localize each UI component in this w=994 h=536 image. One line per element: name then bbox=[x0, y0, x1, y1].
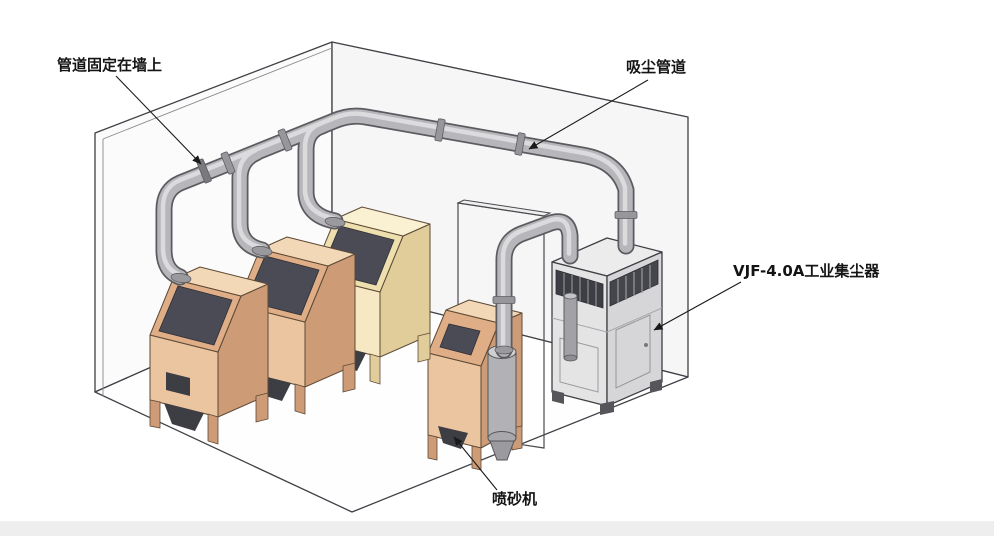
tank-cone bbox=[489, 440, 515, 461]
label-dust-collector: VJF-4.0A工业集尘器 bbox=[733, 262, 880, 280]
label-pipe-wall-mount: 管道固定在墙上 bbox=[57, 56, 162, 74]
collector-section-line-left bbox=[551, 317, 608, 333]
dust-collector-unit bbox=[551, 237, 663, 415]
door-handle bbox=[644, 343, 648, 347]
collector-door-left bbox=[559, 337, 599, 393]
collector-section-line-right bbox=[606, 307, 663, 333]
pressure-tank bbox=[487, 345, 517, 461]
label-suction-duct: 吸尘管道 bbox=[626, 58, 686, 76]
leader-line-sandblaster bbox=[453, 436, 498, 491]
fan-grille-right-slats bbox=[617, 265, 651, 303]
cabinet1-top-face bbox=[172, 266, 269, 297]
cabinet1-legs bbox=[149, 392, 269, 445]
wall-thickness-top-edge bbox=[102, 47, 333, 140]
leader-line-pipe-wall-mount bbox=[115, 75, 202, 165]
collector-door-right bbox=[615, 314, 651, 389]
leader-line-dust-collector bbox=[653, 281, 742, 331]
machine-window bbox=[439, 323, 481, 356]
cabinet2-top-face bbox=[259, 236, 356, 267]
leader-line-suction-duct bbox=[528, 79, 649, 150]
pipe-flanges bbox=[196, 118, 638, 304]
cabinet1-hopper bbox=[164, 403, 204, 431]
photo-bottom-band bbox=[0, 521, 994, 536]
cabinet3-top-face bbox=[334, 206, 431, 237]
collector-feet bbox=[552, 379, 662, 415]
duct-landing-flanges bbox=[170, 216, 514, 355]
fan-grille-left-slats bbox=[563, 273, 597, 306]
blast-cabinet-1 bbox=[149, 266, 269, 445]
cabinet1-window bbox=[158, 285, 233, 346]
suction-duct-piping bbox=[163, 114, 638, 355]
cabinet1-vent bbox=[166, 372, 190, 396]
collector-discharge-pipe bbox=[563, 292, 578, 362]
callouts: 管道固定在墙上 吸尘管道 VJF-4.0A工业集尘器 喷砂机 bbox=[57, 56, 880, 508]
riser-base-flange bbox=[494, 345, 514, 355]
label-sandblaster: 喷砂机 bbox=[492, 490, 537, 508]
